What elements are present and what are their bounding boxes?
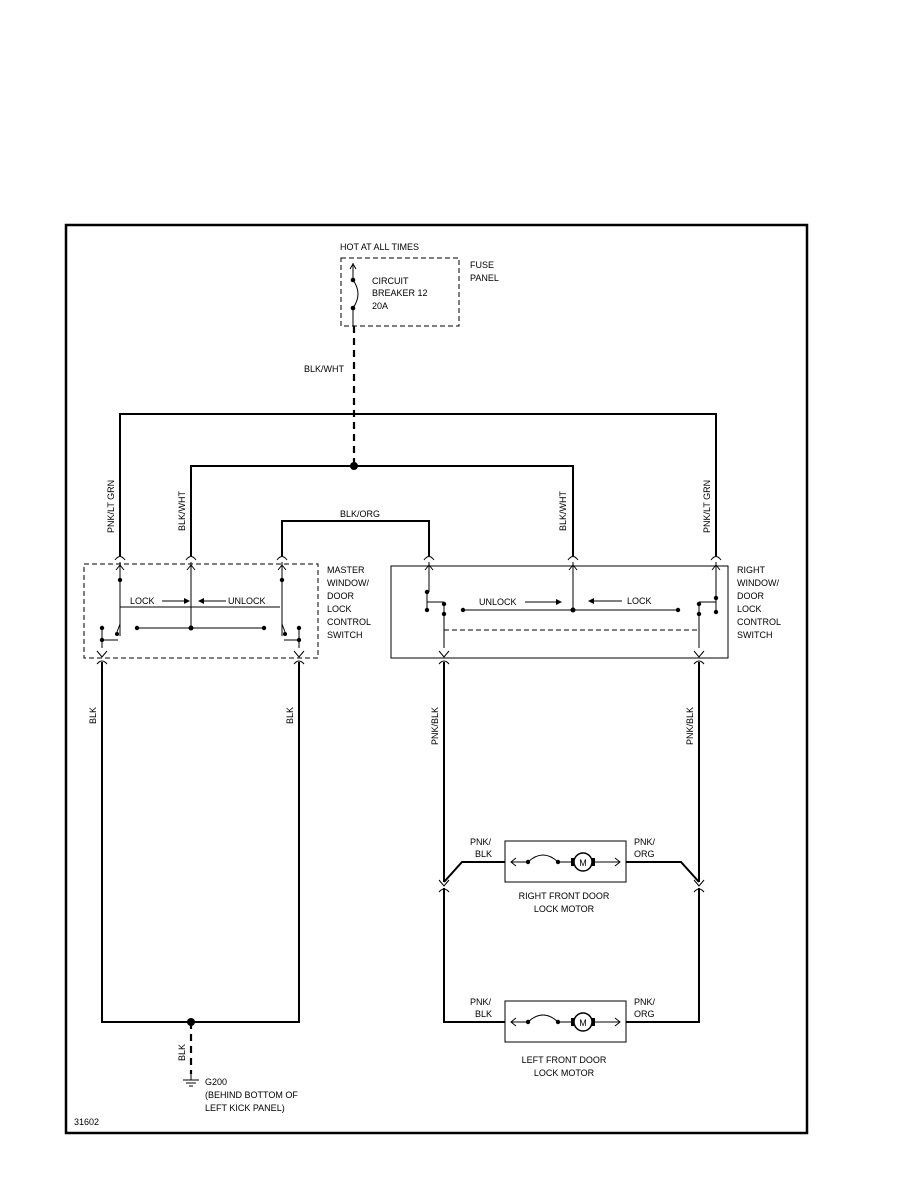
breaker-label-2: BREAKER 12	[372, 288, 428, 298]
circuit-breaker-icon	[349, 263, 359, 326]
wire-label-right-outer: PNK/LT GRN	[702, 480, 712, 533]
mid-connectors	[438, 879, 705, 893]
wire-label-right-out-left: PNK/BLK	[430, 707, 440, 745]
wire-label-cross: BLK/ORG	[340, 509, 380, 519]
master-bottom-connector-right	[293, 660, 305, 665]
right-switch-box	[390, 565, 729, 659]
right-switch-label-3: DOOR	[737, 591, 765, 601]
right-switch-label-1: RIGHT	[737, 565, 766, 575]
right-switch-label-5: CONTROL	[737, 617, 781, 627]
master-switch-label-2: WINDOW/	[327, 578, 369, 588]
right-bottom-connector-left	[438, 660, 450, 665]
wire-label-master-out-left: BLK	[88, 707, 98, 724]
top-bus-wires	[119, 413, 717, 556]
right-switch-label-6: SWITCH	[737, 630, 773, 640]
right-switch: UNLOCK LOCK RIGHT WINDOW/ DOOR LOCK CONT…	[390, 562, 781, 659]
wire-label-master-out-right: BLK	[285, 707, 295, 724]
wire-label-right-out-right: PNK/BLK	[685, 707, 695, 745]
master-switch-label-6: SWITCH	[327, 630, 363, 640]
wire-label-right-inner: BLK/WHT	[558, 490, 568, 531]
left-motor-label-1: LEFT FRONT DOOR	[522, 1055, 607, 1065]
master-switch-label-3: DOOR	[327, 591, 355, 601]
figure-id: 31602	[74, 1117, 99, 1127]
right-front-door-lock-motor: M PNK/ BLK PNK/ ORG RIGHT FRONT DOOR LOC…	[470, 837, 656, 914]
wire-label-left-outer: PNK/LT GRN	[106, 480, 116, 533]
breaker-label-1: CIRCUIT	[372, 276, 409, 286]
wire-label-left-inner: BLK/WHT	[177, 490, 187, 531]
wire-label-ground: BLK	[177, 1044, 187, 1061]
right-lock-label: LOCK	[627, 596, 652, 606]
ground-location-1: (BEHIND BOTTOM OF	[205, 1090, 298, 1100]
master-switch-box	[83, 563, 319, 659]
right-motor-label-2: LOCK MOTOR	[534, 904, 595, 914]
ground-g200: BLK G200 (BEHIND BOTTOM OF LEFT KICK PAN…	[177, 1018, 298, 1113]
ground-icon	[183, 1074, 199, 1087]
left-motor-left-wire-2: BLK	[475, 1009, 492, 1019]
master-switch-label-4: LOCK	[327, 604, 352, 614]
left-motor-symbol: M	[579, 1018, 587, 1028]
right-motor-symbol: M	[579, 858, 587, 868]
right-bottom-connector-right	[693, 660, 705, 665]
lower-wires	[101, 662, 700, 1023]
right-motor-right-wire-1: PNK/	[634, 837, 656, 847]
master-switch-label-1: MASTER	[327, 565, 365, 575]
top-connectors	[114, 556, 722, 561]
left-motor-right-wire-1: PNK/	[634, 997, 656, 1007]
ground-location-2: LEFT KICK PANEL)	[205, 1103, 285, 1113]
fuse-panel-label-1: FUSE	[470, 260, 494, 270]
master-switch-label-5: CONTROL	[327, 617, 371, 627]
breaker-label-3: 20A	[372, 301, 388, 311]
ground-id-label: G200	[205, 1077, 227, 1087]
right-motor-left-wire-1: PNK/	[470, 837, 492, 847]
left-motor-left-wire-1: PNK/	[470, 997, 492, 1007]
fuse-panel: HOT AT ALL TIMES FUSE PANEL CIRCUIT BREA…	[340, 242, 499, 327]
right-motor-label-1: RIGHT FRONT DOOR	[519, 891, 610, 901]
right-switch-label-2: WINDOW/	[737, 578, 779, 588]
fuse-panel-label-2: PANEL	[470, 273, 499, 283]
master-unlock-label: UNLOCK	[228, 596, 266, 606]
feed-wire-label: BLK/WHT	[304, 364, 345, 374]
right-motor-right-wire-2: ORG	[634, 849, 655, 859]
diagram-frame	[64, 223, 809, 1135]
right-motor-left-wire-2: BLK	[475, 849, 492, 859]
left-front-door-lock-motor: M PNK/ BLK PNK/ ORG LEFT FRONT DOOR LOCK…	[470, 997, 656, 1078]
master-switch: LOCK UNLOCK MASTER WINDOW/ DOOR LOCK CON…	[83, 562, 371, 659]
right-switch-label-4: LOCK	[737, 604, 762, 614]
master-lock-label: LOCK	[130, 596, 155, 606]
fuse-panel-box	[340, 257, 460, 327]
hot-at-all-times-label: HOT AT ALL TIMES	[340, 242, 419, 252]
left-motor-right-wire-2: ORG	[634, 1009, 655, 1019]
left-motor-label-2: LOCK MOTOR	[534, 1068, 595, 1078]
right-unlock-label: UNLOCK	[479, 597, 517, 607]
master-bottom-connector-left	[96, 660, 108, 665]
